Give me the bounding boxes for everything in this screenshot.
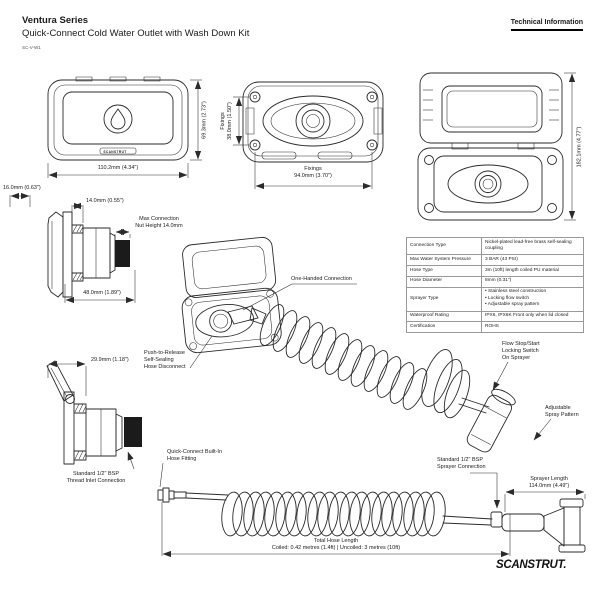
- side-section-drawing: [9, 192, 136, 304]
- page-title: Ventura Series: [22, 15, 89, 26]
- spec-value: 8mm (0.31"): [481, 275, 584, 288]
- rear-view-drawing: [233, 81, 384, 190]
- annotation-sprayer-connection: Standard 1/2" BSP Sprayer Connection: [437, 457, 486, 471]
- spec-value: 3m (10ft) length coiled PU material: [481, 265, 584, 277]
- dim-lid-open-depth: 29.9mm (1.18"): [91, 357, 129, 363]
- table-row: Waterproof Rating IPX6, IPX6K Front only…: [406, 310, 584, 323]
- spec-value: • Stainless steel construction • Locking…: [481, 286, 584, 312]
- annotation-quick-connect: Quick-Connect Built-In Hose Fitting: [167, 449, 223, 463]
- spec-label: Hose Type: [406, 265, 482, 277]
- spec-value: IPX6, IPX6K Front only when lid closed: [481, 310, 584, 323]
- inlet-side-drawing: [46, 360, 142, 470]
- dim-flange-depth: 16.0mm (0.63"): [3, 185, 41, 191]
- annotation-adjustable-spray: Adjustable Spray Pattern: [545, 405, 579, 419]
- dim-open-height: 182.1mm (4.77"): [576, 126, 583, 168]
- spec-table: Connection Type Nickel-plated lead-free …: [406, 236, 584, 334]
- spec-label: Sprayer Type: [406, 286, 482, 312]
- front-view-drawing: [47, 76, 202, 179]
- annotation-thread-inlet: Standard 1/2" BSP Thread Inlet Connectio…: [66, 471, 126, 485]
- spec-label: Connection Type: [406, 236, 482, 256]
- annotation-one-handed: One-Handed Connection: [291, 276, 352, 282]
- table-row: Certification ROHS: [406, 321, 584, 334]
- annotation-push-release: Push-to-Release Self-Sealing Hose Discon…: [144, 350, 186, 371]
- spec-label: Max Water System Pressure: [406, 254, 482, 267]
- dim-front-height: 69.3mm (2.73"): [201, 101, 208, 139]
- spec-label: Waterproof Rating: [406, 310, 482, 323]
- dim-fixings-horizontal: Fixings 94.0mm (3.70"): [294, 166, 332, 180]
- table-row: Hose Type 3m (10ft) length coiled PU mat…: [406, 265, 584, 277]
- spec-label: Hose Diameter: [406, 275, 482, 288]
- dim-panel-thickness: 14.0mm (0.55"): [86, 198, 124, 204]
- annotation-max-nut: Max Connection Nut Height 14.0mm: [135, 216, 183, 230]
- spec-label: Certification: [406, 321, 482, 334]
- open-view-drawing: [417, 72, 576, 221]
- scanstrut-logo: SCANSTRUT.: [496, 559, 567, 571]
- spec-value: Nickel-plated lead-free brass self-seali…: [481, 236, 584, 256]
- hose-assembly-drawing: [157, 462, 586, 558]
- table-row: Hose Diameter 8mm (0.31"): [406, 275, 584, 288]
- dim-sprayer-length: Sprayer Length 114.0mm (4.49"): [528, 476, 570, 490]
- spec-value: ROHS: [481, 321, 584, 334]
- product-code: SC-V-W1: [22, 45, 41, 50]
- spec-value: 3 BAR (43 PSI): [481, 254, 584, 267]
- page-subtitle: Quick-Connect Cold Water Outlet with Was…: [22, 28, 250, 39]
- dim-front-width: 110.2mm (4.34"): [97, 165, 139, 171]
- sprayer-drawing: [466, 361, 552, 453]
- table-row: Sprayer Type • Stainless steel construct…: [406, 286, 584, 312]
- annotation-flow-stop: Flow Stop/Start Locking Switch On Spraye…: [502, 341, 540, 362]
- table-row: Connection Type Nickel-plated lead-free …: [406, 236, 584, 256]
- technical-information-label: Technical Information: [510, 19, 583, 31]
- dim-body-depth: 48.0mm (1.89"): [83, 290, 121, 296]
- water-drop-icon: [103, 104, 133, 134]
- fixing-screws: [249, 91, 378, 151]
- dim-total-hose-length: Total Hose Length Coiled: 0.42 metres (1…: [271, 538, 401, 552]
- table-row: Max Water System Pressure 3 BAR (43 PSI): [406, 254, 584, 267]
- lid-brand-mark: SCANSTRUT: [103, 150, 127, 154]
- dim-fixings-vertical: Fixings 38.0mm (1.50"): [220, 102, 233, 140]
